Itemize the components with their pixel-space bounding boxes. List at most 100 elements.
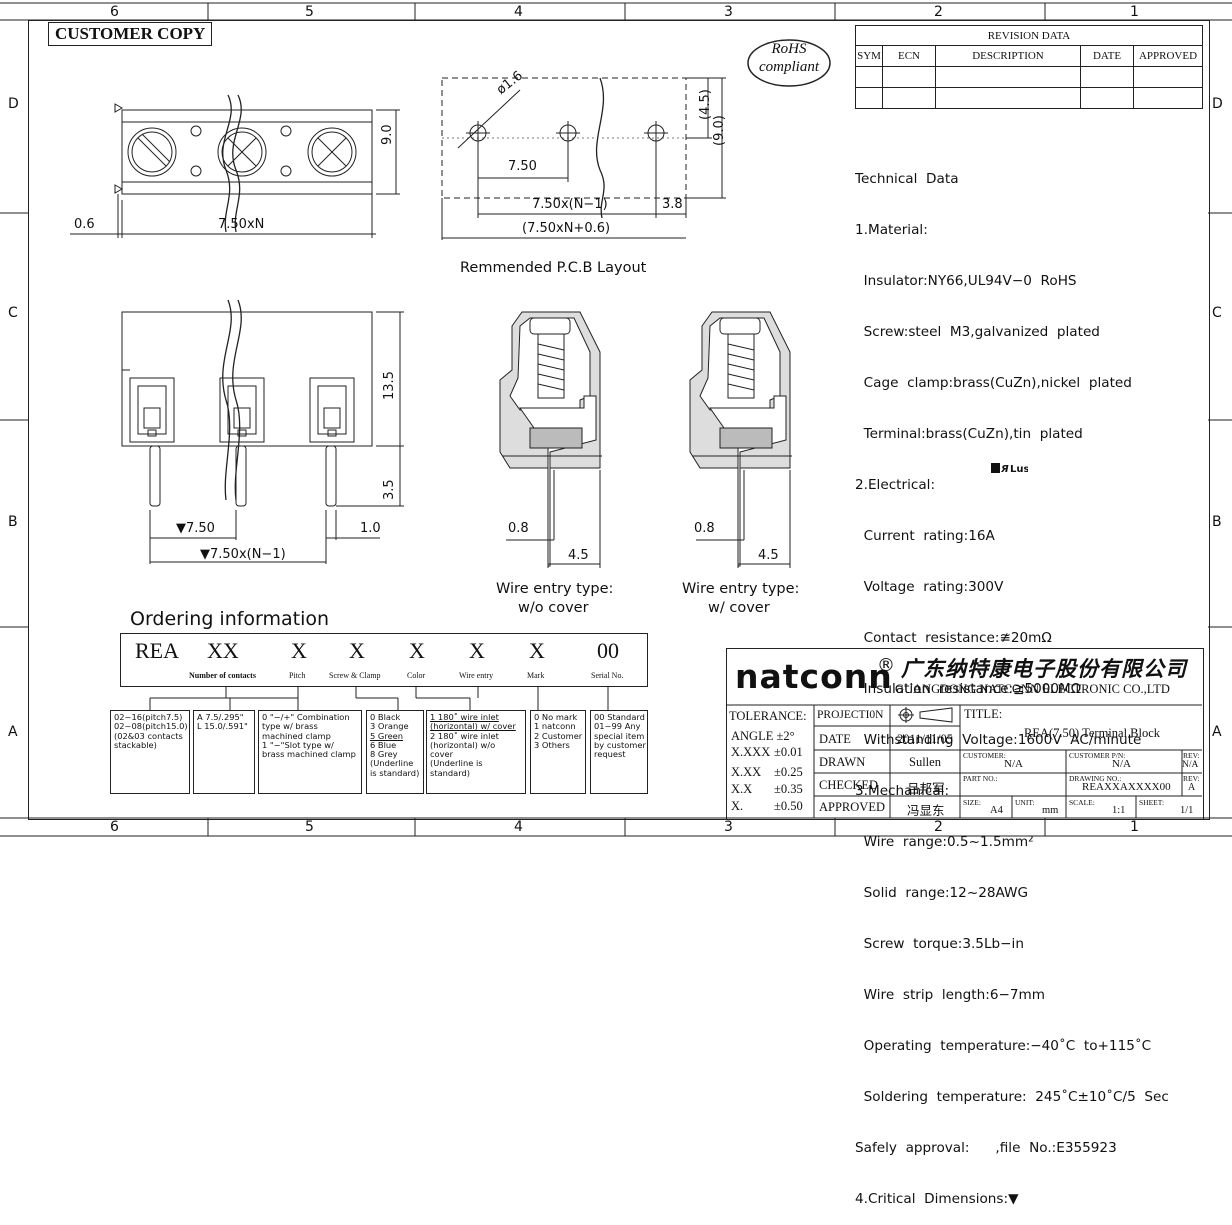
zone-label-d-right: D — [1212, 96, 1223, 112]
zone-label-c-right: C — [1212, 305, 1222, 321]
customer-value: N/A — [1004, 758, 1023, 770]
sheet-value: 1/1 — [1180, 805, 1194, 816]
option-line: stackable) — [114, 739, 157, 750]
code-label-serial: Serial No. — [591, 671, 624, 680]
option-line: type w/ brass — [262, 721, 318, 732]
zone-label-2-bottom: 2 — [934, 819, 943, 835]
checked-label: CHECKED — [819, 778, 879, 792]
tech-line: Solid range:12~28AWG — [855, 885, 1029, 901]
dim-pcb-pitch: 7.50 — [508, 159, 537, 174]
option-line: L 15.0/.591" — [197, 721, 248, 732]
svg-text:Я: Я — [1000, 464, 1009, 475]
code-part-contacts: XX — [207, 638, 239, 663]
drawing-no-label: DRAWING NO.: — [1069, 774, 1122, 783]
option-serial: 00 Standard 01~99 Any special item by cu… — [590, 710, 648, 794]
option-line: (horizontal) w/o — [430, 739, 496, 750]
zone-label-6: 6 — [110, 4, 119, 20]
dim-side-b-width: 4.5 — [758, 548, 779, 563]
option-line: machined clamp — [262, 730, 331, 741]
option-line: 1 natconn — [534, 721, 576, 732]
caption-side-a-line1: Wire entry type: — [496, 581, 614, 597]
revision-header-sym: SYM — [855, 45, 883, 67]
zone-label-2: 2 — [934, 4, 943, 20]
zone-label-6-bottom: 6 — [110, 819, 119, 835]
zone-label-b: B — [8, 514, 18, 530]
company-name-en: GUANGDONG NATCONN ELECTRONIC CO.,LTD — [895, 682, 1170, 696]
caption-side-b-line1: Wire entry type: — [682, 581, 800, 597]
approved-value: 冯显东 — [907, 804, 945, 818]
zone-label-a-right: A — [1212, 724, 1222, 740]
option-line: 0 "−/+" Combination — [262, 712, 350, 722]
code-label-wire-entry: Wire entry — [459, 671, 494, 680]
tech-line: Withstanding Voltage:1600V AC/minute — [855, 732, 1142, 748]
title-label: TITLE: — [964, 707, 1003, 721]
part-no-label: PART NO.: — [963, 774, 998, 783]
code-part-color: X — [409, 638, 425, 663]
customer-copy-label: CUSTOMER COPY — [48, 22, 213, 46]
tol-xxx-value: ±0.01 — [774, 745, 803, 759]
tech-line: Cage clamp:brass(CuZn),nickel plated — [855, 375, 1132, 391]
dim-pcb-height: (9.0) — [712, 115, 727, 146]
option-line: (02&03 contacts — [114, 730, 183, 741]
option-line: special item — [594, 730, 645, 741]
caption-pcb-layout: Remmended P.C.B Layout — [460, 260, 647, 276]
rohs-line-2: compliant — [759, 59, 819, 75]
tech-line: Insulation resistance:≧5000MΩ — [855, 681, 1082, 697]
option-mark: 0 No mark 1 natconn 2 Customer 3 Others — [530, 710, 586, 794]
dim-front-pin-width: 1.0 — [360, 521, 381, 536]
dim-top-pitch: 7.50xN — [218, 217, 265, 232]
option-line: 2 180˚ wire inlet — [430, 730, 499, 741]
zone-label-1: 1 — [1130, 4, 1139, 20]
dim-top-offset: 0.6 — [74, 217, 95, 232]
zone-label-5: 5 — [305, 4, 314, 20]
option-line: 3 Others — [534, 739, 570, 750]
revision-data-table: REVISION DATA SYM ECN DESCRIPTION DATE A… — [855, 25, 1203, 109]
zone-label-3: 3 — [724, 4, 733, 20]
revision-title: REVISION DATA — [855, 25, 1203, 46]
code-part-series: REA — [135, 638, 179, 663]
tol-x: X.X — [731, 782, 753, 796]
dim-side-a-pin: 0.8 — [508, 521, 529, 536]
dim-pcb-edge: 3.8 — [662, 197, 683, 212]
option-line: A 7.5/.295" — [197, 712, 244, 722]
code-part-mark: X — [529, 638, 545, 663]
option-line: (Underline is — [430, 758, 483, 769]
rev-value: N/A — [1182, 760, 1199, 770]
dim-front-pitch-n: ▼7.50x(N−1) — [200, 547, 286, 562]
dim-front-height: 13.5 — [382, 371, 397, 400]
rev-label: REV: — [1183, 751, 1200, 760]
code-part-serial: 00 — [597, 638, 619, 663]
option-line: 02~16(pitch7.5) — [114, 712, 183, 722]
title-block: natconn ® 广东纳特康电子股份有限公司 GUANGDONG NATCON… — [726, 648, 1204, 820]
option-line: 2 Customer — [534, 730, 583, 741]
tech-line: Wire range:0.5~1.5mm² — [855, 834, 1034, 850]
tol-x-value: ±0.35 — [774, 782, 803, 796]
tech-line: Voltage rating:300V — [855, 579, 1004, 595]
tech-line: Soldering temperature: 245˚C±10˚C/5 Sec — [855, 1089, 1169, 1105]
size-label: SIZE: — [963, 798, 981, 807]
scale-label: SCALE: — [1069, 798, 1095, 807]
sheet-label: SHEET: — [1139, 798, 1165, 807]
zone-label-d: D — [8, 96, 19, 112]
code-part-pitch: X — [291, 638, 307, 663]
option-line: 0 No mark — [534, 712, 578, 722]
dim-front-pin: 3.5 — [382, 479, 397, 500]
dim-pcb-pitch-n: 7.50x(N−1) — [532, 197, 608, 212]
code-label-mark: Mark — [527, 671, 545, 680]
code-label-screw: Screw & Clamp — [329, 671, 381, 680]
tech-line: 3.Mechanical: — [855, 783, 950, 799]
brand-logo: natconn — [735, 657, 893, 696]
tech-line: Screw:steel M3,galvanized plated — [855, 324, 1100, 340]
tol-xxx: X.XXX — [731, 745, 771, 759]
tech-line: Operating temperature:−40˚C to+115˚C — [855, 1038, 1152, 1054]
projection-label: PROJECTI0N — [817, 709, 884, 721]
scale-value: 1:1 — [1112, 805, 1126, 816]
tech-line: Contact resistance:≇20mΩ — [855, 630, 1052, 646]
tolerance-label: TOLERANCE: — [729, 709, 807, 723]
tech-line: Terminal:brass(CuZn),tin plated — [855, 426, 1083, 442]
checked-value: 吕邦军 — [907, 782, 945, 796]
option-line: cover — [430, 749, 454, 760]
tech-line: Screw torque:3.5Lb−in — [855, 936, 1024, 952]
option-line: is standard) — [370, 767, 420, 778]
option-line: 00 Standard — [594, 712, 645, 722]
